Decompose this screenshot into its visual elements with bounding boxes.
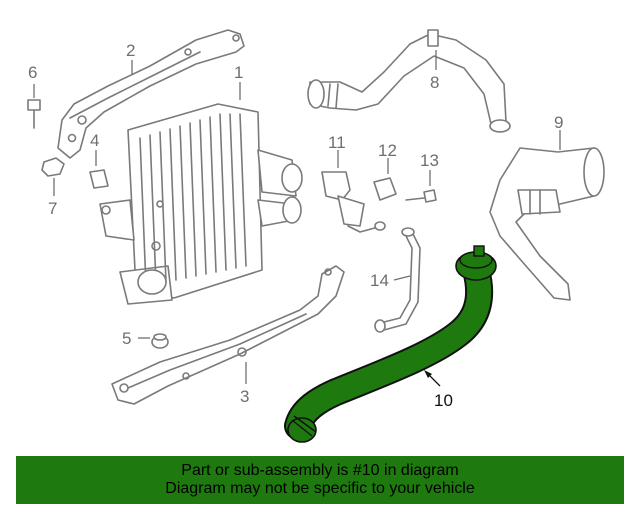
callout-14: 14 bbox=[370, 271, 389, 290]
callout-6: 6 bbox=[28, 63, 37, 82]
part-4-clip bbox=[89, 150, 109, 189]
part-9-hose bbox=[489, 130, 605, 301]
parts-diagram: 1 2 3 4 5 6 7 8 9 10 11 12 13 14 bbox=[27, 29, 605, 443]
info-banner: Part or sub-assembly is #10 in diagram D… bbox=[16, 456, 624, 504]
part-13-bolt bbox=[405, 170, 437, 203]
callout-3: 3 bbox=[240, 387, 249, 406]
callout-5: 5 bbox=[122, 329, 131, 348]
part-2-upper-bracket bbox=[57, 29, 245, 159]
callout-11: 11 bbox=[328, 133, 346, 152]
callout-9: 9 bbox=[554, 113, 563, 132]
part-12-bracket bbox=[373, 158, 397, 201]
callout-4: 4 bbox=[90, 131, 99, 150]
part-6-bolt bbox=[27, 84, 41, 129]
banner-line-1: Part or sub-assembly is #10 in diagram bbox=[181, 462, 459, 479]
part-7-nut bbox=[41, 157, 65, 196]
callout-12: 12 bbox=[378, 141, 397, 160]
callout-13: 13 bbox=[420, 151, 439, 170]
callout-2: 2 bbox=[126, 41, 135, 60]
callout-10: 10 bbox=[434, 391, 453, 410]
part-5-grommet bbox=[138, 333, 169, 349]
part-3-lower-bracket bbox=[111, 265, 345, 405]
callout-1: 1 bbox=[234, 63, 243, 82]
callout-8: 8 bbox=[430, 73, 439, 92]
banner-line-2: Diagram may not be specific to your vehi… bbox=[165, 480, 475, 497]
part-1-intercooler bbox=[99, 103, 303, 305]
part-8-hose bbox=[307, 29, 511, 133]
part-14-tube bbox=[374, 227, 421, 333]
callout-7: 7 bbox=[48, 199, 57, 218]
part-11-sensor bbox=[321, 150, 386, 233]
part-10-highlighted-hose bbox=[284, 245, 497, 443]
